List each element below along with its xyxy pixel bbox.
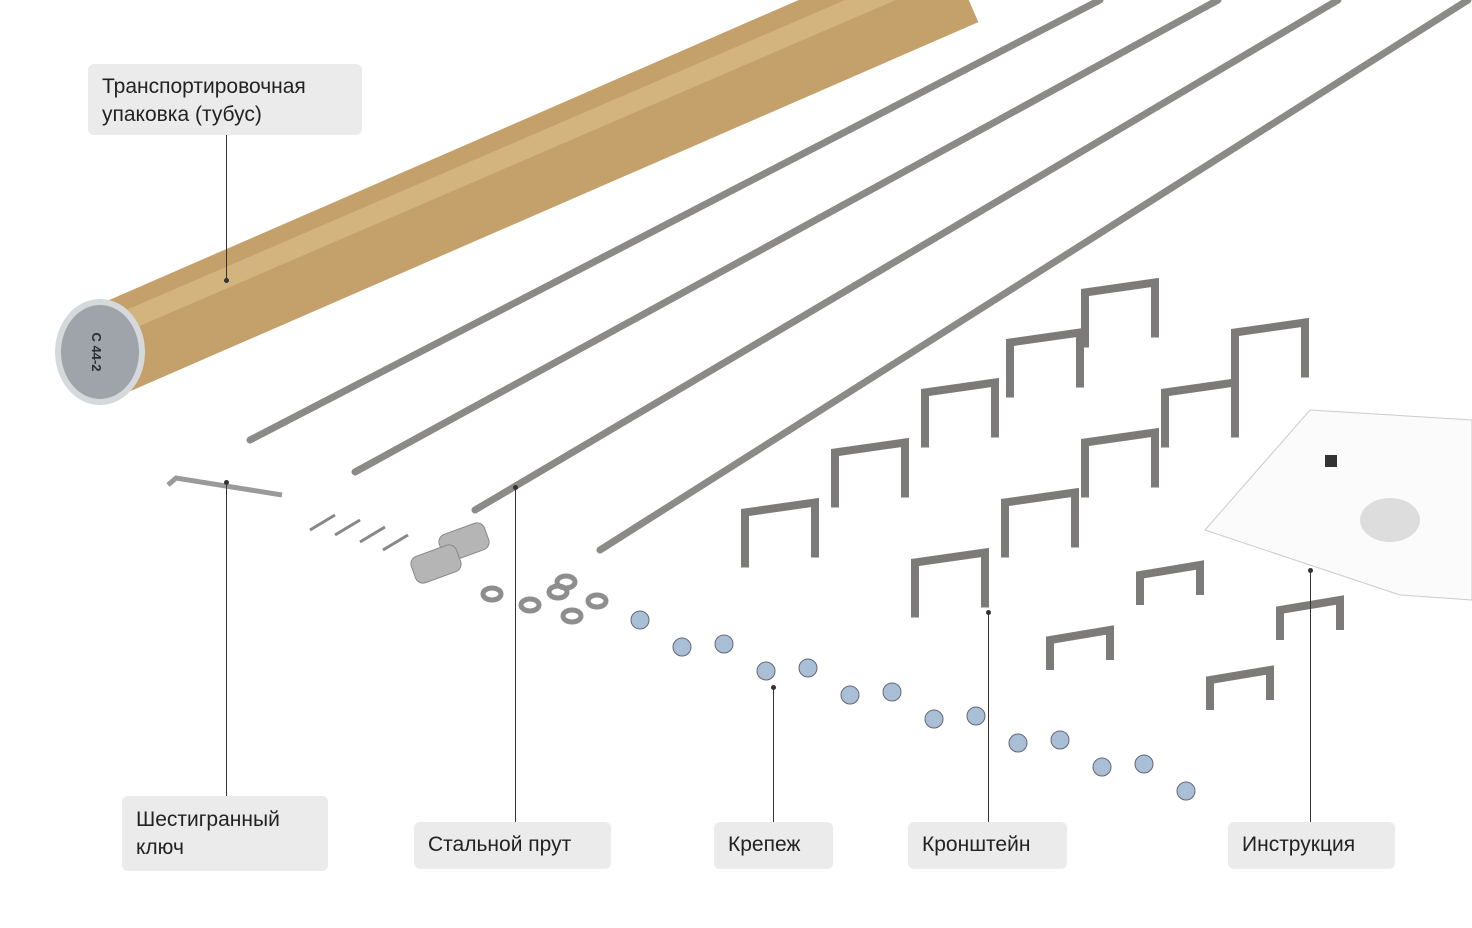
bracket xyxy=(911,547,989,618)
label-steel-rod: Стальной прут xyxy=(414,822,611,869)
bracket xyxy=(1046,625,1114,670)
steel-rod xyxy=(596,0,1472,554)
screw xyxy=(1008,733,1028,753)
screw xyxy=(1050,730,1070,750)
screw xyxy=(756,661,776,681)
screw xyxy=(630,610,650,630)
fastener-leader-line xyxy=(773,687,774,822)
bracket xyxy=(741,497,819,568)
bracket xyxy=(1081,427,1159,498)
screw xyxy=(1176,781,1196,801)
tube-cap-text: С 44-2 xyxy=(89,332,104,371)
hex-key xyxy=(166,475,283,498)
rod-leader-line xyxy=(515,487,516,822)
cotter-pins xyxy=(309,513,409,552)
label-manual: Инструкция xyxy=(1228,822,1395,869)
screw xyxy=(672,637,692,657)
screw xyxy=(714,634,734,654)
bracket xyxy=(831,437,909,508)
label-hex-key: Шестигранный ключ xyxy=(122,796,328,871)
bracket xyxy=(1081,277,1159,348)
steel-rods xyxy=(246,0,1472,554)
screw xyxy=(882,682,902,702)
fastener-leader-dot xyxy=(771,685,776,690)
screws xyxy=(630,610,1196,801)
bracket-leader-dot xyxy=(986,610,991,615)
label-fasteners: Крепеж xyxy=(714,822,833,869)
cardboard-tube: С 44-2 xyxy=(55,0,979,405)
steel-rod xyxy=(351,0,1222,476)
bracket xyxy=(1206,665,1274,710)
rod-leader-dot xyxy=(513,485,518,490)
screw xyxy=(840,685,860,705)
steel-rod xyxy=(246,0,1104,444)
screw xyxy=(966,706,986,726)
bracket xyxy=(1161,377,1239,448)
manual-leader-dot xyxy=(1308,568,1313,573)
bracket xyxy=(921,377,999,448)
label-tube: Транспортировочная упаковка (тубус) xyxy=(88,64,362,135)
steel-rod xyxy=(471,0,1342,514)
couplings xyxy=(410,522,490,584)
bracket-leader-line xyxy=(988,612,989,822)
washers xyxy=(480,573,609,625)
instruction-sheet xyxy=(1204,409,1472,601)
screw xyxy=(1092,757,1112,777)
bracket xyxy=(1136,560,1204,605)
bracket xyxy=(1231,317,1309,388)
tube-leader-dot xyxy=(224,278,229,283)
hex-key-leader-dot xyxy=(224,480,229,485)
screw xyxy=(924,709,944,729)
tube-leader-line xyxy=(226,135,227,280)
tube-end-cap xyxy=(55,299,145,405)
hex-key-leader-line xyxy=(226,482,227,796)
brackets xyxy=(741,277,1344,710)
label-bracket: Кронштейн xyxy=(908,822,1067,869)
screw xyxy=(1134,754,1154,774)
bracket xyxy=(1001,487,1079,558)
manual-leader-line xyxy=(1310,570,1311,822)
bracket xyxy=(1006,327,1084,398)
screw xyxy=(798,658,818,678)
